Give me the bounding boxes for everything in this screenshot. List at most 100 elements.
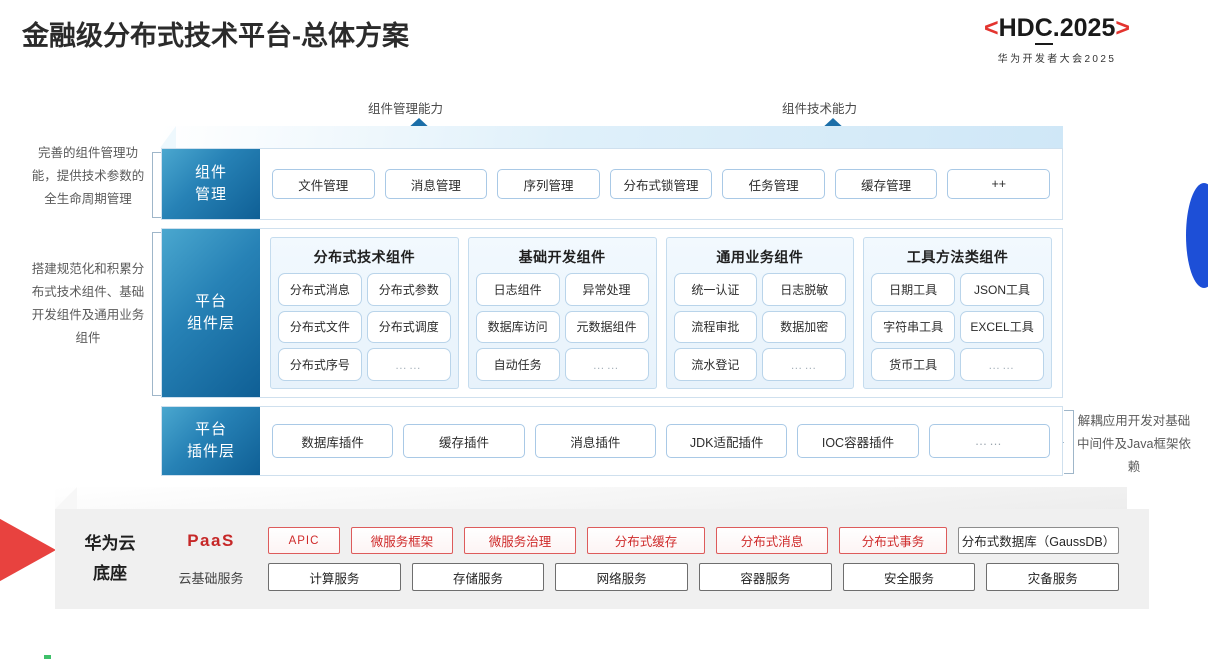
chip-database-plugin[interactable]: 数据库插件 — [272, 424, 394, 458]
cell-unified-auth[interactable]: 统一认证 — [673, 273, 758, 306]
huawei-cloud-platform: 华为云 底座 PaaS APIC 微服务框架 微服务治理 分布式缓存 分布式消息… — [55, 509, 1149, 609]
logo-bracket-right-icon: > — [1115, 14, 1130, 42]
cell-more[interactable]: …… — [960, 348, 1044, 381]
arrow-label-component-management: 组件管理能力 — [368, 102, 444, 116]
chip-message-plugin[interactable]: 消息插件 — [534, 424, 656, 458]
group-common-business: 通用业务组件 统一认证 日志脱敏 流程审批 数据加密 流水登记 …… — [665, 237, 855, 389]
cell-currency-tool[interactable]: 货币工具 — [871, 348, 956, 381]
group-basic-dev: 基础开发组件 日志组件 异常处理 数据库访问 元数据组件 自动任务 …… — [467, 237, 657, 389]
note-left-top: 完善的组件管理功能，提供技术参数的全生命周期管理 — [31, 146, 145, 207]
chip-cache-plugin[interactable]: 缓存插件 — [403, 424, 525, 458]
cell-exception-handling[interactable]: 异常处理 — [564, 273, 649, 306]
chip-sequence-management[interactable]: 序列管理 — [497, 169, 600, 199]
cell-excel-tool[interactable]: EXCEL工具 — [960, 310, 1044, 344]
cell-log-masking[interactable]: 日志脱敏 — [762, 273, 847, 306]
platform-brand: 华为云 底座 — [55, 529, 165, 589]
stack-top-slab — [160, 126, 1063, 148]
row-label-line1: 平台 — [194, 293, 227, 311]
row-label-line2: 插件层 — [186, 443, 235, 460]
cell-process-approval[interactable]: 流程审批 — [673, 310, 758, 344]
cell-string-tool[interactable]: 字符串工具 — [871, 310, 956, 344]
pill-distributed-database[interactable]: 分布式数据库（GaussDB） — [958, 527, 1119, 554]
row-label-line2: 管理 — [194, 186, 227, 203]
chip-jdk-adapter-plugin[interactable]: JDK适配插件 — [665, 424, 788, 458]
row-body-platform-component: 分布式技术组件 分布式消息 分布式参数 分布式文件 分布式调度 分布式序号 ……… — [260, 229, 1062, 397]
logo-text-b: .2025 — [1052, 14, 1116, 42]
row-label-platform-plugin: 平台 插件层 — [162, 407, 260, 475]
chip-ioc-container-plugin[interactable]: IOC容器插件 — [797, 424, 919, 458]
pill-distributed-cache[interactable]: 分布式缓存 — [587, 527, 705, 554]
group-title-basic-dev: 基础开发组件 — [518, 249, 606, 265]
page-title: 金融级分布式技术平台-总体方案 — [22, 21, 409, 51]
row-platform-component: 平台 组件层 分布式技术组件 分布式消息 分布式参数 分布式文件 分布式调度 分… — [161, 228, 1063, 398]
cell-distributed-file[interactable]: 分布式文件 — [278, 310, 362, 344]
red-wedge-decor-icon — [0, 500, 56, 600]
svc-container[interactable]: 容器服务 — [699, 563, 832, 591]
note-left-bottom: 搭建规范化和积累分布式技术组件、基础开发组件及通用业务组件 — [31, 262, 145, 346]
chip-more[interactable]: …… — [928, 424, 1050, 458]
row-body-component-management: 文件管理 消息管理 序列管理 分布式锁管理 任务管理 缓存管理 ++ — [260, 149, 1062, 219]
green-mark-decor-icon — [44, 655, 51, 659]
platform-brand-line1: 华为云 — [84, 534, 136, 554]
cell-date-tool[interactable]: 日期工具 — [871, 273, 956, 306]
basic-service-label: 云基础服务 — [178, 570, 244, 586]
arrow-label-component-technology: 组件技术能力 — [782, 102, 858, 116]
logo-bracket-left-icon: < — [984, 14, 999, 42]
cell-metadata-component[interactable]: 元数据组件 — [564, 310, 649, 344]
row-label-line2: 组件层 — [186, 315, 235, 332]
row-label-platform-component: 平台 组件层 — [162, 229, 260, 397]
chip-task-management[interactable]: 任务管理 — [722, 169, 825, 199]
pill-distributed-transaction[interactable]: 分布式事务 — [839, 527, 947, 554]
platform-top-slab — [55, 487, 1127, 509]
chip-more[interactable]: ++ — [947, 169, 1051, 199]
platform-basic-row: 云基础服务 计算服务 存储服务 网络服务 容器服务 安全服务 灾备服务 — [165, 563, 1120, 591]
group-title-distributed-tech: 分布式技术组件 — [313, 249, 416, 265]
group-title-common-business: 通用业务组件 — [716, 249, 804, 265]
platform-paas-row: PaaS APIC 微服务框架 微服务治理 分布式缓存 分布式消息 分布式事务 … — [165, 527, 1119, 554]
pill-microservice-governance[interactable]: 微服务治理 — [464, 527, 576, 554]
cell-data-encryption[interactable]: 数据加密 — [762, 310, 847, 344]
logo-text-underlined: C — [1034, 14, 1053, 45]
pill-microservice-framework[interactable]: 微服务框架 — [351, 527, 453, 554]
hdc-logo-subtitle: 华为开发者大会2025 — [997, 54, 1117, 65]
svc-security[interactable]: 安全服务 — [842, 563, 976, 591]
chip-message-management[interactable]: 消息管理 — [384, 169, 488, 199]
chip-distributed-lock-management[interactable]: 分布式锁管理 — [609, 169, 713, 199]
cell-more[interactable]: …… — [366, 348, 451, 381]
chip-cache-management[interactable]: 缓存管理 — [834, 169, 938, 199]
logo-text-a: HD — [998, 14, 1035, 42]
svc-disaster-recovery[interactable]: 灾备服务 — [986, 563, 1120, 591]
hdc-logo-main: <HDC.2025> — [922, 14, 1192, 45]
platform-brand-line2: 底座 — [93, 564, 127, 583]
cell-transaction-record[interactable]: 流水登记 — [673, 348, 758, 381]
cell-auto-task[interactable]: 自动任务 — [475, 348, 560, 381]
cell-distributed-param[interactable]: 分布式参数 — [366, 273, 451, 306]
group-distributed-tech: 分布式技术组件 分布式消息 分布式参数 分布式文件 分布式调度 分布式序号 …… — [270, 237, 459, 389]
svc-network[interactable]: 网络服务 — [555, 563, 689, 591]
cell-distributed-schedule[interactable]: 分布式调度 — [366, 310, 451, 344]
pill-distributed-message[interactable]: 分布式消息 — [716, 527, 828, 554]
hdc-logo: <HDC.2025> 华为开发者大会2025 — [922, 14, 1192, 65]
pill-apic[interactable]: APIC — [268, 527, 340, 554]
row-body-platform-plugin: 数据库插件 缓存插件 消息插件 JDK适配插件 IOC容器插件 …… — [260, 407, 1062, 475]
cell-distributed-message[interactable]: 分布式消息 — [278, 273, 362, 306]
cell-database-access[interactable]: 数据库访问 — [475, 310, 560, 344]
svc-compute[interactable]: 计算服务 — [268, 563, 401, 591]
svc-storage[interactable]: 存储服务 — [411, 563, 545, 591]
note-right: 解耦应用开发对基础中间件及Java框架依赖 — [1077, 414, 1191, 475]
paas-label: PaaS — [187, 530, 235, 550]
cell-json-tool[interactable]: JSON工具 — [960, 273, 1044, 306]
cell-more[interactable]: …… — [564, 348, 649, 381]
group-title-tool-methods: 工具方法类组件 — [906, 249, 1009, 265]
cell-more[interactable]: …… — [762, 348, 847, 381]
cell-distributed-sequence[interactable]: 分布式序号 — [278, 348, 362, 381]
cell-log-component[interactable]: 日志组件 — [475, 273, 560, 306]
row-label-component-management: 组件 管理 — [162, 149, 260, 219]
row-platform-plugin: 平台 插件层 数据库插件 缓存插件 消息插件 JDK适配插件 IOC容器插件 …… — [161, 406, 1063, 476]
blue-lens-decor-icon — [1186, 183, 1208, 288]
bracket-right-plugin — [1057, 410, 1074, 474]
row-component-management: 组件 管理 文件管理 消息管理 序列管理 分布式锁管理 任务管理 缓存管理 ++ — [161, 148, 1063, 220]
row-label-line1: 平台 — [194, 421, 227, 439]
chip-file-management[interactable]: 文件管理 — [272, 169, 375, 199]
row-label-line1: 组件 — [194, 164, 227, 182]
